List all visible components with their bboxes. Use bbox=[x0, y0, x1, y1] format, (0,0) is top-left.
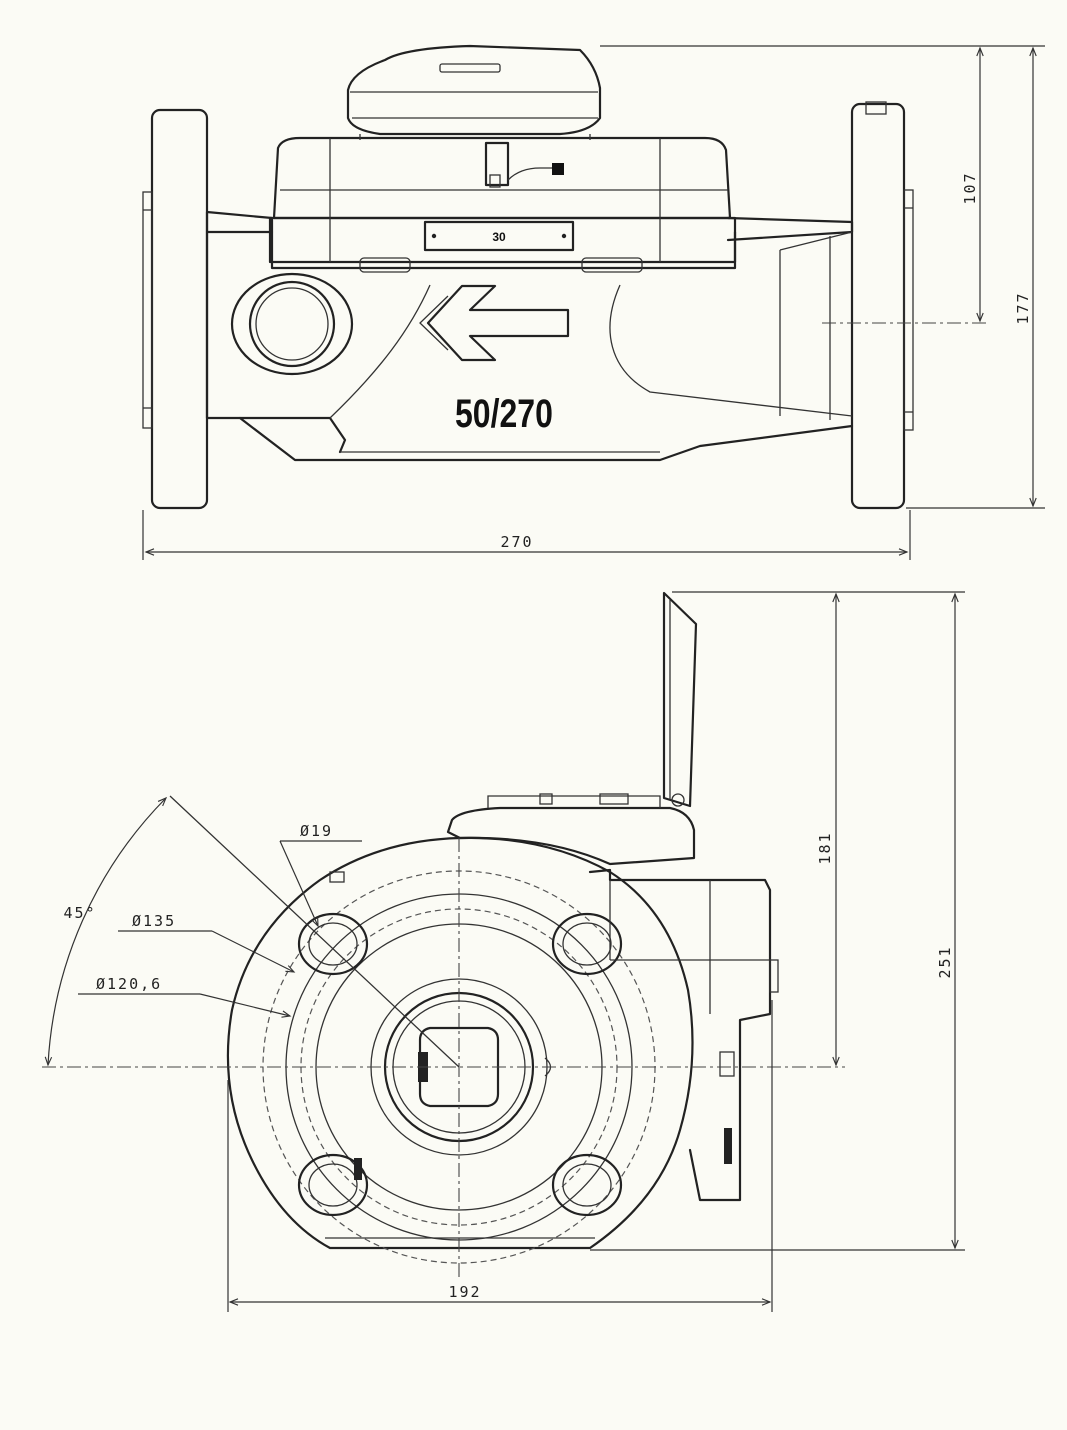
flange-face bbox=[226, 836, 694, 1264]
register-housing: 30 bbox=[268, 136, 737, 273]
side-port bbox=[230, 272, 354, 376]
flow-direction-arrow bbox=[419, 284, 570, 362]
open-lid bbox=[662, 591, 698, 808]
side-centerlines bbox=[42, 795, 845, 1280]
dimension-bolt-circle: Ø120,6 bbox=[96, 975, 162, 993]
model-marking: 50/270 bbox=[455, 391, 553, 436]
side-dimensions: 192 181 251 45° Ø19 Ø135 Ø120,6 bbox=[44, 591, 965, 1312]
register-side bbox=[329, 793, 779, 1202]
dimension-flange-diameter: Ø135 bbox=[132, 912, 176, 930]
register-cap bbox=[346, 44, 602, 140]
dimension-height-to-axis: 107 bbox=[961, 171, 979, 204]
dimension-bolt-hole: Ø19 bbox=[300, 822, 333, 840]
dimension-overall-length: 270 bbox=[500, 533, 533, 551]
right-flange bbox=[850, 101, 914, 510]
dimension-axis-to-lid-top: 181 bbox=[816, 831, 834, 864]
bolt-holes bbox=[297, 912, 623, 1217]
meter-body bbox=[205, 210, 854, 462]
left-flange bbox=[142, 108, 209, 510]
dimension-total-height: 177 bbox=[1014, 291, 1032, 324]
plate-label: 30 bbox=[492, 230, 506, 244]
dimension-overall-height: 251 bbox=[936, 945, 954, 978]
dimension-overall-width: 192 bbox=[448, 1283, 481, 1301]
front-dimensions: 270 107 177 bbox=[142, 45, 1045, 560]
side-view: 192 181 251 45° Ø19 Ø135 Ø120,6 bbox=[42, 591, 965, 1312]
dimension-bolt-angle: 45° bbox=[63, 904, 96, 922]
front-view: 30 50/270 270 bbox=[142, 44, 1045, 560]
